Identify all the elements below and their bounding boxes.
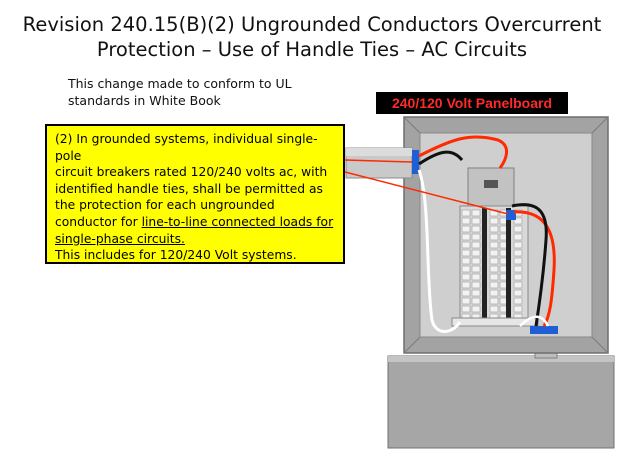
white-wire-right [519, 315, 550, 327]
breaker [513, 297, 523, 305]
breaker [461, 209, 471, 217]
title-line-1: Revision 240.15(B)(2) Ungrounded Conduct… [22, 13, 602, 36]
bevel-tl [403, 116, 421, 134]
breaker [489, 257, 499, 265]
breaker [461, 281, 471, 289]
breaker [513, 257, 523, 265]
pointer-line-2 [344, 171, 509, 215]
left-lug-terminal [412, 150, 419, 174]
title-line-2: Protection – Use of Handle Ties – AC Cir… [96, 38, 528, 61]
breaker [471, 249, 481, 257]
breaker [471, 241, 481, 249]
breaker [471, 233, 481, 241]
breaker [461, 305, 471, 313]
breaker [489, 233, 499, 241]
breaker [489, 273, 499, 281]
breaker [471, 217, 481, 225]
breaker [461, 289, 471, 297]
breaker [489, 217, 499, 225]
breaker [489, 289, 499, 297]
breaker [471, 209, 481, 217]
side-conduit-highlight [346, 148, 412, 156]
note-line-2: standards in White Book [68, 93, 221, 108]
breaker [471, 297, 481, 305]
slide-title: Revision 240.15(B)(2) Ungrounded Conduct… [0, 12, 624, 62]
breaker [461, 249, 471, 257]
breaker [513, 305, 523, 313]
breaker [461, 225, 471, 233]
bevel-bl [403, 336, 421, 354]
breaker [513, 281, 523, 289]
breaker [489, 225, 499, 233]
black-wire-right [511, 203, 548, 327]
callout-line-6: single-phase circuits. [55, 231, 185, 246]
breaker [513, 249, 523, 257]
breaker [489, 249, 499, 257]
breaker [489, 265, 499, 273]
breaker [489, 297, 499, 305]
breaker [513, 273, 523, 281]
breaker [461, 257, 471, 265]
main-breaker-handle [484, 180, 498, 188]
red-wire-right [513, 210, 556, 327]
callout-line-7: This includes for 120/240 Volt systems. [55, 248, 297, 263]
note-line-1: This change made to conform to UL [68, 76, 292, 91]
breaker [461, 265, 471, 273]
breaker [461, 273, 471, 281]
red-wire-top [418, 135, 508, 169]
breaker [513, 217, 523, 225]
black-wire-top [418, 150, 464, 166]
callout-line-2: circuit breakers rated 120/240 volts ac,… [55, 165, 328, 180]
breaker [461, 297, 471, 305]
breaker [489, 281, 499, 289]
callout-line-4: the protection for each ungrounded [55, 198, 275, 213]
ground-terminal [530, 326, 558, 334]
breaker [513, 233, 523, 241]
breaker [471, 305, 481, 313]
pedestal-block [387, 355, 615, 449]
callout-line-5-plain: conductor for [55, 214, 142, 229]
breaker [471, 273, 481, 281]
breaker [471, 265, 481, 273]
breaker [471, 281, 481, 289]
tie-terminal [506, 210, 516, 220]
pointer-line-1 [344, 159, 413, 163]
pedestal-top [388, 356, 614, 362]
callout-line-5-underlined: line-to-line connected loads for [141, 214, 334, 229]
breaker [489, 305, 499, 313]
breaker [471, 257, 481, 265]
breaker [513, 225, 523, 233]
callout-line-3: identified handle ties, shall be permitt… [55, 181, 323, 196]
callout-box: (2) In grounded systems, individual sing… [45, 124, 345, 264]
panel-label: 240/120 Volt Panelboard [376, 92, 568, 114]
breaker [461, 217, 471, 225]
white-wire [417, 169, 462, 333]
bus-bar-left [482, 208, 487, 320]
breaker [471, 225, 481, 233]
note-text: This change made to conform to UL standa… [68, 75, 292, 109]
breaker [471, 289, 481, 297]
breaker [461, 233, 471, 241]
breaker [513, 265, 523, 273]
bus-bar-right [506, 208, 511, 320]
callout-line-5: conductor for line-to-line connected loa… [55, 214, 335, 231]
breaker [513, 289, 523, 297]
breaker-grid [461, 209, 523, 321]
breaker [461, 241, 471, 249]
bevel-tr [591, 116, 609, 134]
callout-line-1: (2) In grounded systems, individual sing… [55, 132, 318, 163]
bevel-br [591, 336, 609, 354]
breaker [513, 241, 523, 249]
breaker [489, 241, 499, 249]
